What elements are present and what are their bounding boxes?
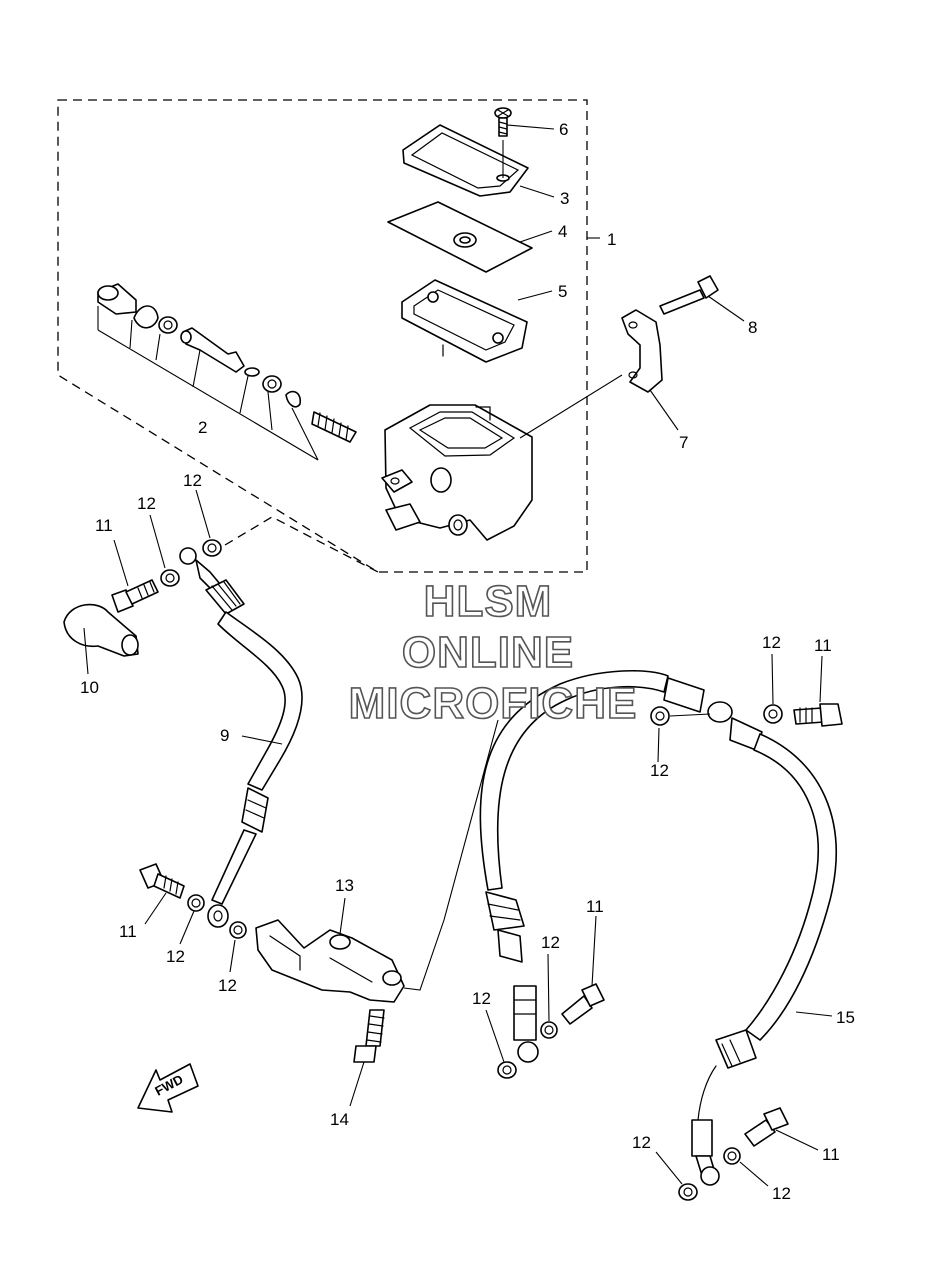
callout-5: 5 [558,282,567,301]
watermark-line-2: ONLINE [402,628,574,677]
watermark: HLSM ONLINE MICROFICHE [348,576,638,729]
callout-numbers: 6 3 4 1 5 8 7 2 12 12 11 10 9 12 11 12 1… [80,120,855,1203]
callout-12-a: 12 [183,471,202,490]
part-11-union-bolt-e[interactable] [744,1107,789,1147]
part-3-reservoir-cap[interactable] [402,124,529,197]
callout-12-e: 12 [166,947,185,966]
part-14-bolt[interactable] [353,1009,385,1063]
callout-3: 3 [560,189,569,208]
callout-7: 7 [679,433,688,452]
part-2-piston-kit[interactable] [97,283,357,461]
watermark-line-1: HLSM [424,577,553,626]
callout-13: 13 [335,876,354,895]
part-11-union-bolt-b[interactable] [139,863,185,899]
callout-10: 10 [80,678,99,697]
callout-14: 14 [330,1110,349,1129]
part-7-holder[interactable] [621,309,663,393]
part-5-gasket[interactable] [401,279,528,363]
part-12-washers[interactable] [160,539,783,1201]
part-6-screw[interactable] [494,107,512,137]
callout-9: 9 [220,726,229,745]
callout-12-i: 12 [632,1133,651,1152]
leader-lines [83,124,833,1187]
fwd-direction-arrow: FWD [137,1063,199,1113]
part-15-brake-hose[interactable] [479,670,837,1186]
master-cylinder-body[interactable] [381,404,533,541]
part-9-brake-hose[interactable] [179,547,303,928]
assembly-boundary-dashed [57,99,588,573]
part-11-union-bolt-a[interactable] [111,579,159,613]
callout-12-g: 12 [541,933,560,952]
part-11-union-bolt-c[interactable] [793,703,843,727]
callout-12-d: 12 [650,761,669,780]
callout-11-d: 11 [586,897,604,916]
callout-2: 2 [198,418,207,437]
callout-8: 8 [748,318,757,337]
callout-11-c: 11 [814,636,832,655]
callout-15: 15 [836,1008,855,1027]
callout-1: 1 [607,230,616,249]
callout-4: 4 [558,222,567,241]
part-13-joint-bracket[interactable] [255,919,405,1003]
callout-12-b: 12 [137,494,156,513]
callout-11-a: 11 [95,516,113,535]
callout-12-f: 12 [218,976,237,995]
watermark-line-3: MICROFICHE [349,679,638,728]
callout-6: 6 [559,120,568,139]
part-10-cover[interactable] [63,603,139,657]
part-8-bolt[interactable] [659,275,719,315]
callout-11-e: 11 [822,1145,840,1164]
callout-12-j: 12 [772,1184,791,1203]
part-11-union-bolt-d[interactable] [561,983,605,1025]
callout-12-c: 12 [762,633,781,652]
mount-dash-link [224,516,379,573]
part-4-diaphragm[interactable] [387,201,533,273]
callout-12-h: 12 [472,989,491,1008]
callout-11-b: 11 [119,922,137,941]
